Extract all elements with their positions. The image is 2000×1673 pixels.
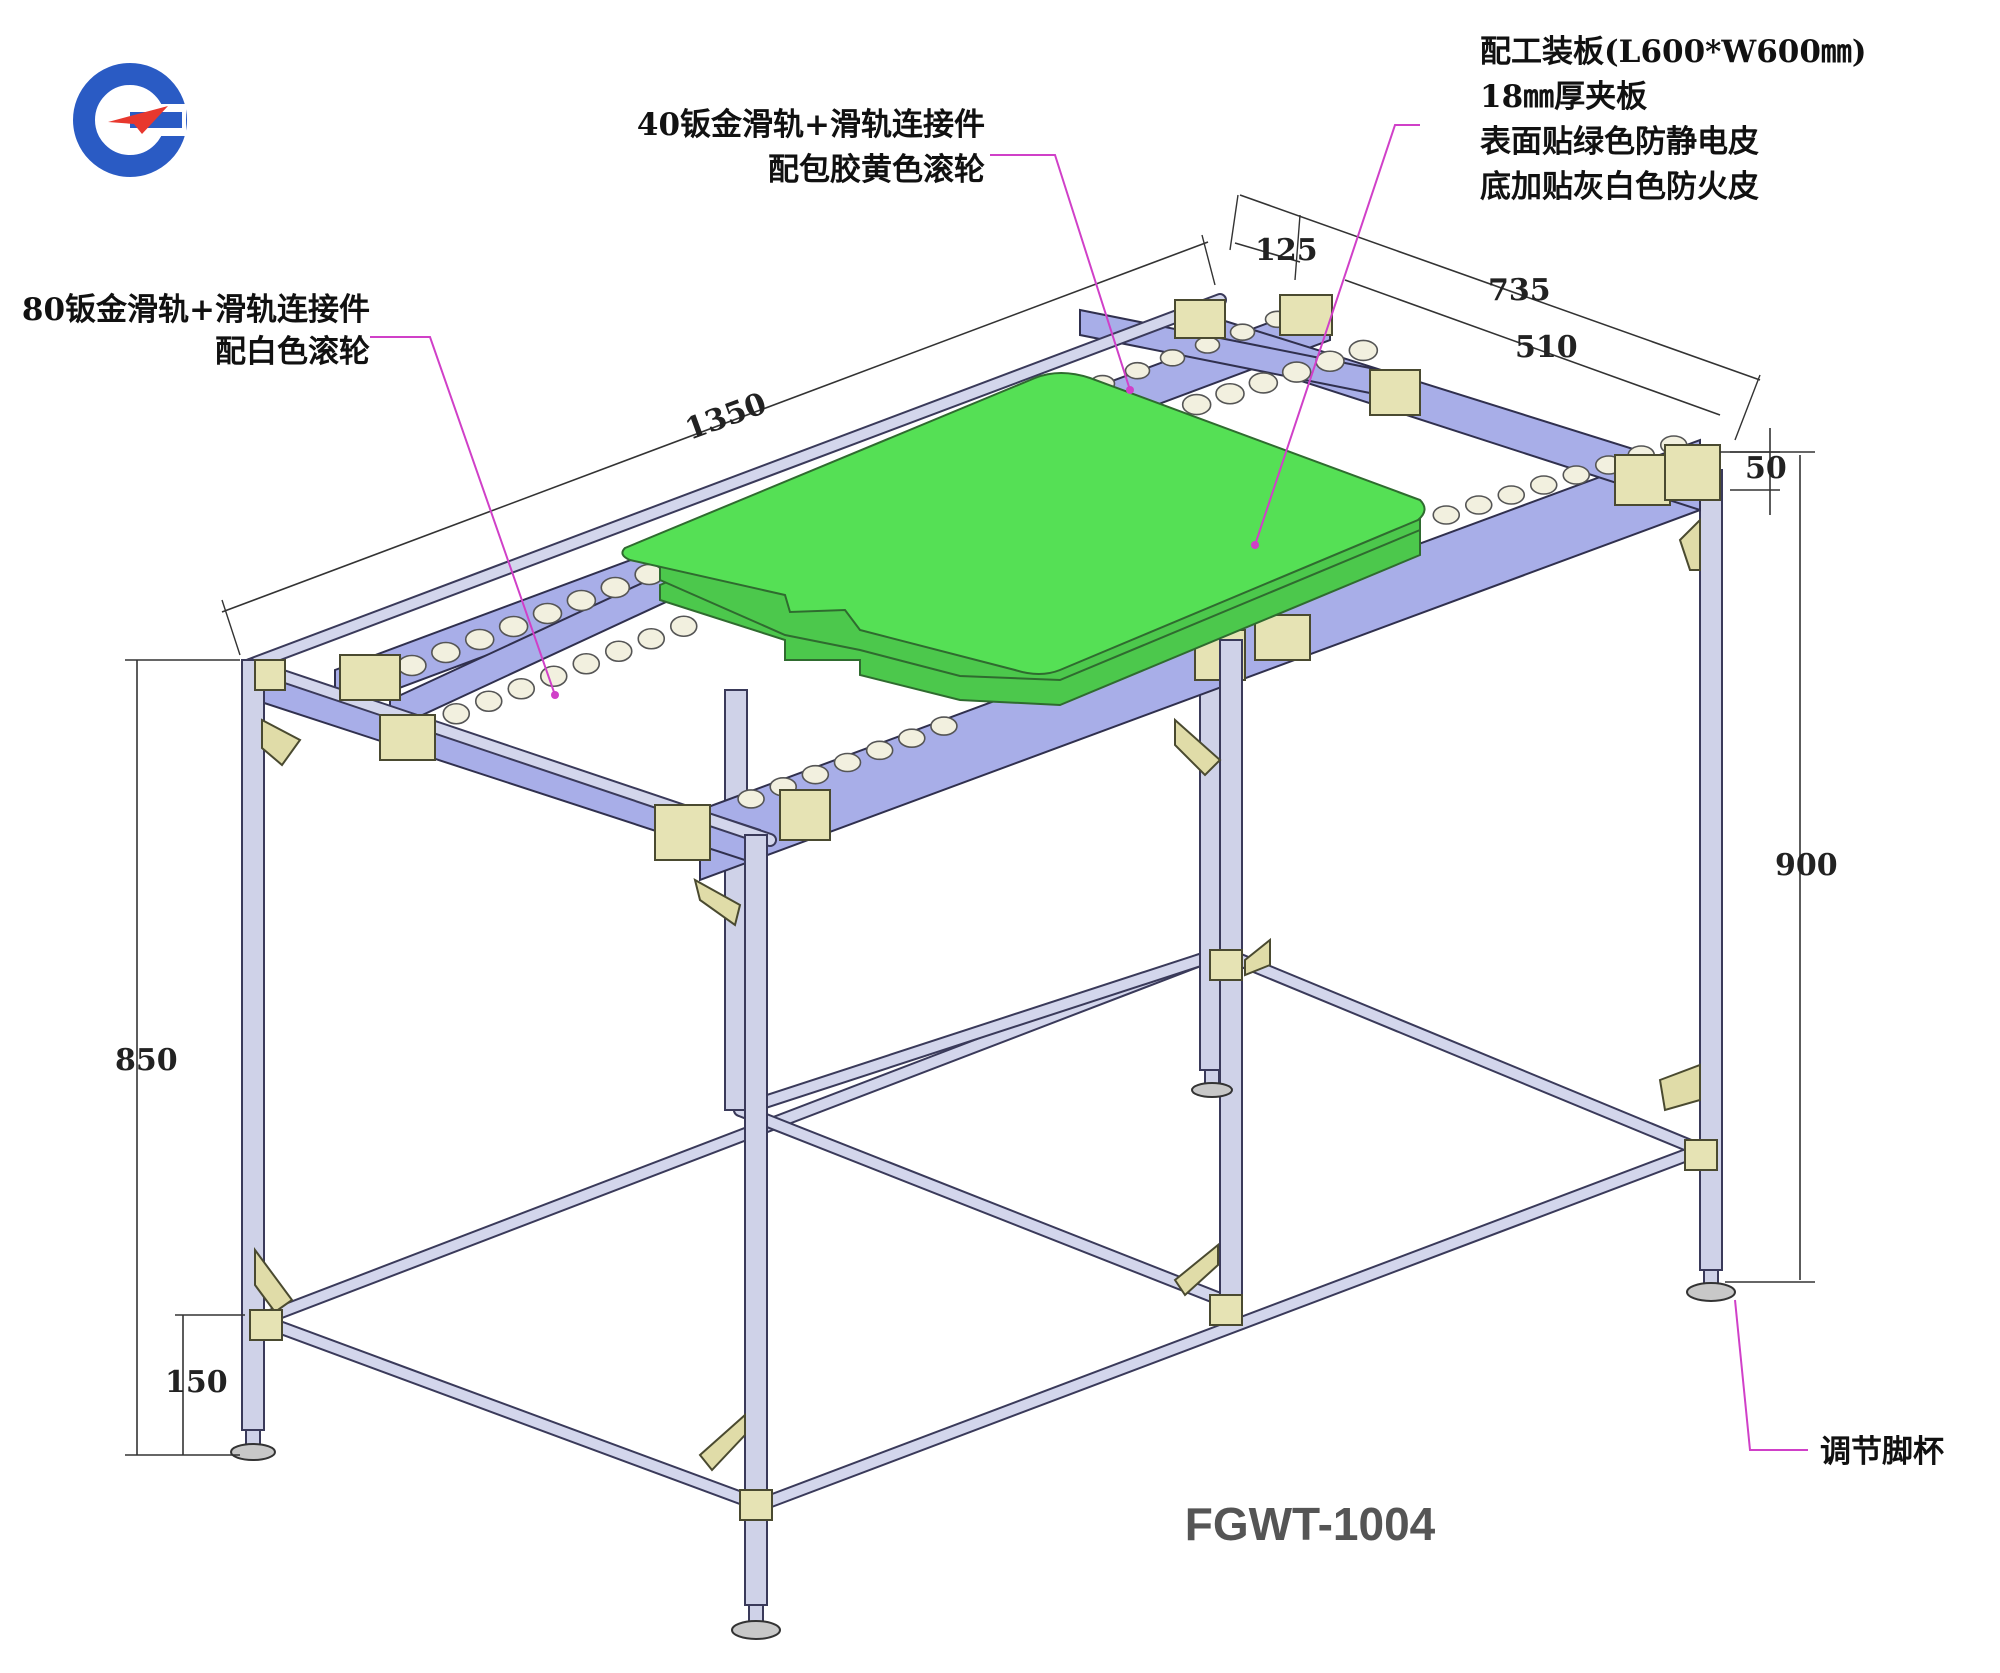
roller — [637, 627, 666, 650]
roller — [532, 602, 563, 625]
roller — [1215, 382, 1245, 405]
dim-lower-beam: 150 — [165, 1365, 228, 1400]
callout-foot: 调节脚杯 — [1820, 1434, 1944, 1470]
dim-length: 1350 — [681, 386, 771, 447]
dimension-lines — [125, 194, 1815, 1456]
dim-leg-height: 850 — [115, 1043, 178, 1078]
roller — [737, 789, 765, 809]
roller — [1562, 465, 1591, 485]
roller — [1432, 505, 1461, 525]
dim-inner-depth: 510 — [1515, 330, 1578, 365]
roller — [1281, 361, 1312, 383]
roller — [397, 654, 427, 677]
fixture-board — [621, 372, 1426, 707]
roller — [865, 740, 894, 761]
roller — [1124, 361, 1151, 380]
corner-brackets — [249, 517, 1718, 1521]
dim-top-height: 50 — [1745, 451, 1787, 486]
callout-board-line2: 18㎜厚夹板 — [1480, 79, 1647, 115]
roller — [442, 702, 471, 725]
roller — [897, 728, 926, 749]
roller — [833, 752, 862, 773]
callout-leaders — [370, 124, 1808, 1451]
paper-plane-icon — [108, 106, 168, 134]
dim-offset: 125 — [1255, 233, 1318, 268]
roller — [539, 665, 568, 688]
roller — [1464, 495, 1493, 515]
roller — [1194, 336, 1221, 354]
callout-board-line4: 底加贴灰白色防火皮 — [1480, 169, 1759, 205]
roller — [1529, 475, 1558, 495]
roller — [1248, 372, 1279, 394]
callout-rail80-line2: 配白色滚轮 — [215, 334, 370, 370]
roller — [498, 615, 529, 638]
callout-rail80-line1: 80钣金滑轨+滑轨连接件 — [22, 292, 370, 328]
roller — [669, 615, 698, 638]
roller — [474, 690, 503, 713]
roller — [1229, 323, 1256, 341]
roller — [604, 640, 633, 663]
roller — [930, 716, 958, 736]
roller — [1315, 350, 1345, 373]
roller — [1181, 393, 1212, 416]
roller — [431, 641, 461, 664]
roller — [801, 764, 830, 785]
roller — [1497, 485, 1526, 505]
callout-rail40-line2: 配包胶黄色滚轮 — [768, 152, 985, 188]
dim-depth: 735 — [1488, 273, 1551, 308]
callout-board-line1: 配工装板(L600*W600㎜) — [1480, 34, 1867, 70]
model-number: FGWT-1004 — [1185, 1498, 1436, 1550]
company-logo — [73, 63, 187, 177]
callout-rail40-line1: 40钣金滑轨+滑轨连接件 — [637, 107, 985, 143]
lower-frame — [253, 953, 1707, 1512]
roller — [1348, 339, 1379, 362]
dim-total-height: 900 — [1775, 848, 1838, 883]
roller — [507, 677, 536, 700]
roller — [572, 652, 601, 675]
callout-board-line3: 表面贴绿色防静电皮 — [1480, 124, 1759, 160]
roller — [464, 628, 495, 651]
roller — [1159, 349, 1186, 367]
adjustable-feet — [230, 1069, 1736, 1640]
roller — [566, 589, 597, 612]
roller — [600, 576, 631, 599]
